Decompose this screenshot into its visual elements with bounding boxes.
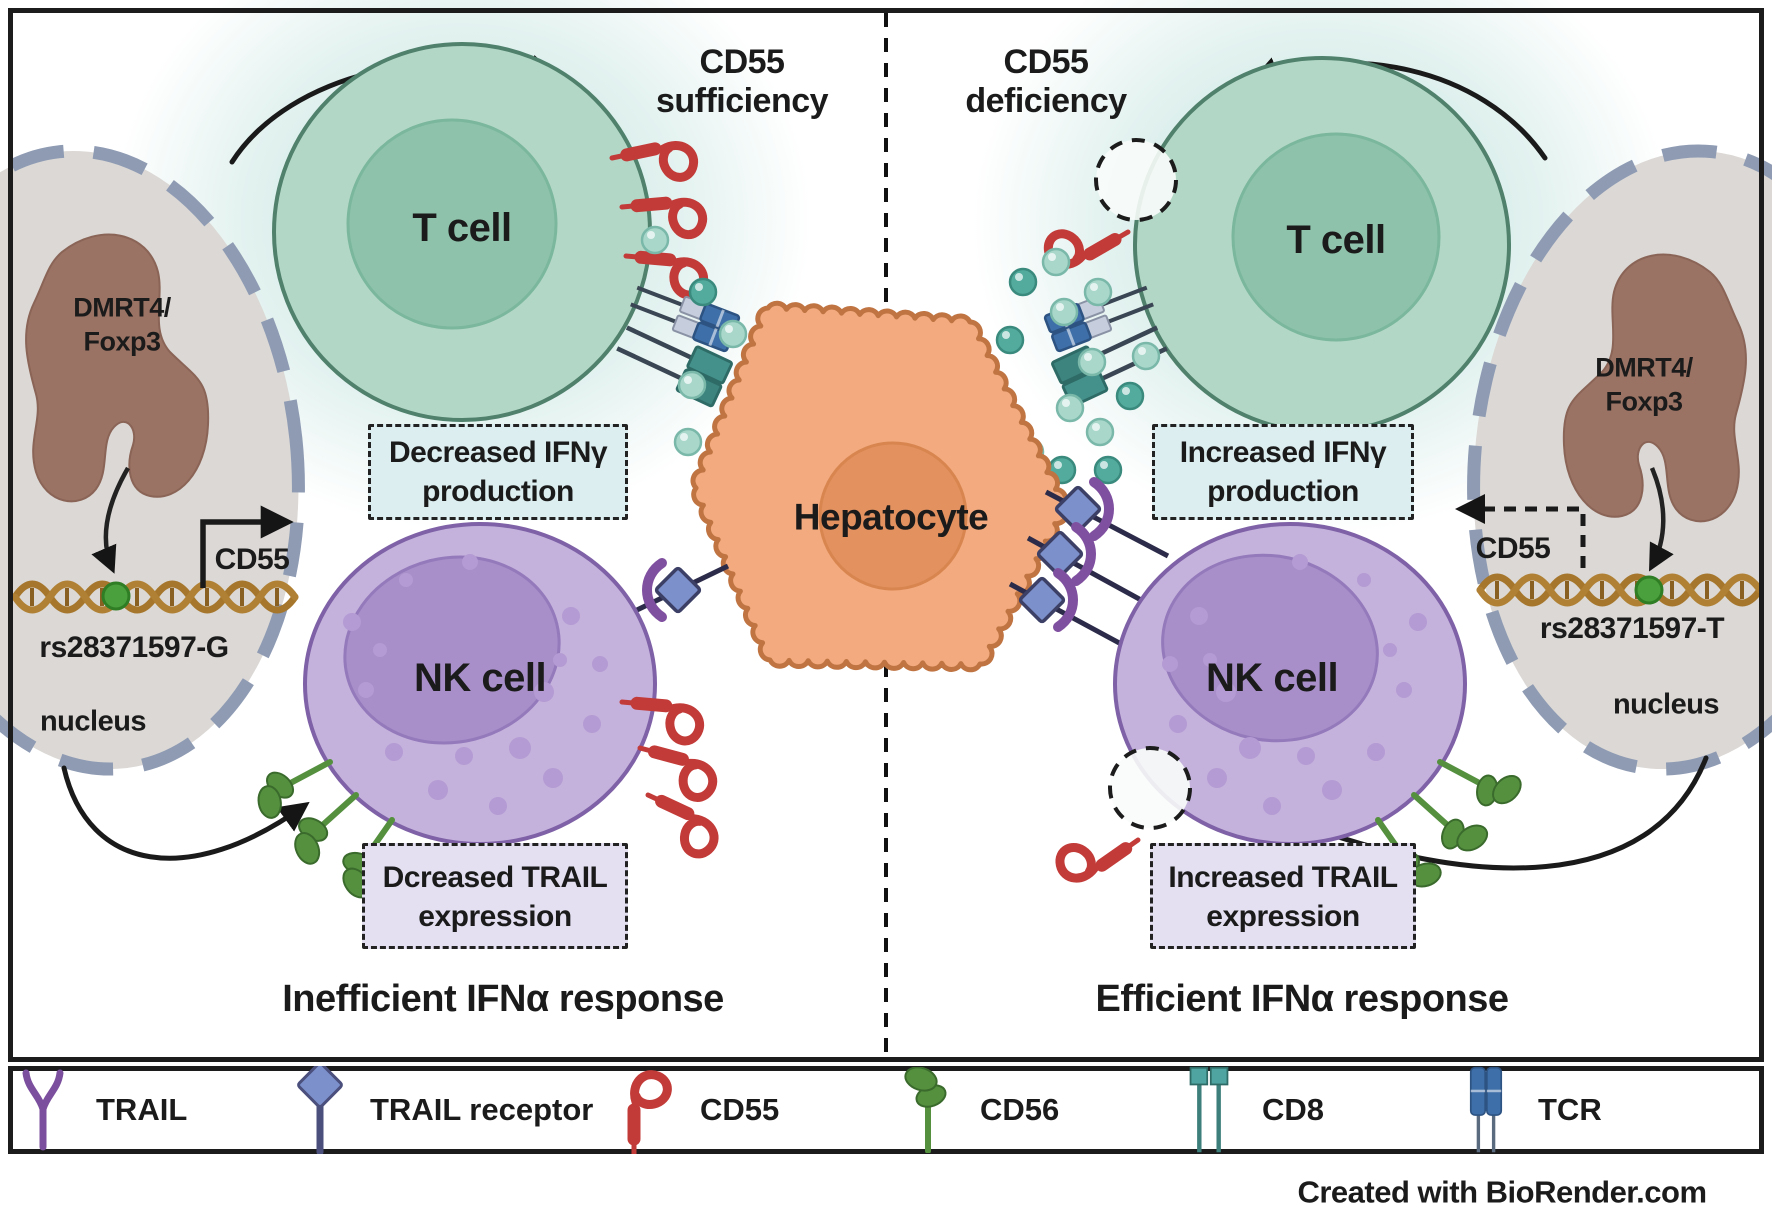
legend-label-trail-receptor: TRAIL receptor — [370, 1092, 594, 1127]
right-t-cell — [1043, 56, 1511, 434]
arrow-left-nucleus-to-trail-box — [61, 765, 310, 861]
condition-label-right-line1: CD55 — [1003, 43, 1089, 81]
snp-dot-right — [1634, 575, 1664, 605]
increased-trail-text-line1: Increased TRAIL — [1168, 861, 1398, 894]
right-nucleus — [1454, 144, 1772, 776]
legend-label-cd8: CD8 — [1262, 1092, 1325, 1127]
nk-granules-right — [1162, 554, 1427, 815]
legend-item-cd56: CD56 — [900, 1068, 1059, 1152]
condition-label-right-line2: deficiency — [965, 82, 1127, 120]
left-t-cell — [272, 42, 742, 422]
right-nk-cell — [1054, 522, 1529, 903]
trail-receptor-icon — [296, 1066, 344, 1154]
legend-label-trail: TRAIL — [96, 1092, 188, 1127]
increased-trail-box — [1150, 843, 1416, 949]
panel-title-right: Efficient IFNα response — [1095, 978, 1509, 1020]
increased-ifn-text-line2: production — [1207, 475, 1359, 508]
hepatocyte-label: Hepatocyte — [793, 496, 989, 538]
biorender-credit: Created with BioRender.com — [1297, 1174, 1707, 1210]
tcr-icon — [1469, 1066, 1503, 1154]
snp-label-left: rs28371597-G — [39, 631, 229, 664]
left-nk-cell — [243, 522, 720, 906]
legend-item-trail: TRAIL — [18, 1068, 187, 1152]
tf-label-right-line2: Foxp3 — [1605, 386, 1683, 417]
legend-item-tcr: TCR — [1462, 1066, 1602, 1154]
nk-cell-label-left: NK cell — [413, 656, 547, 700]
snp-label-right: rs28371597-T — [1539, 612, 1725, 645]
main-panel-frame — [8, 8, 1764, 1062]
missing-cd55-dashed-circle — [1094, 138, 1178, 222]
tf-label-left-line2: Foxp3 — [83, 326, 161, 357]
hepatocyte-nucleus — [818, 441, 968, 591]
trail-engagements-right — [1008, 482, 1170, 655]
t-cell-label-right: T cell — [1286, 218, 1386, 262]
hepatocyte — [690, 300, 1070, 673]
increased-ifn-text-line1: Increased IFNγ — [1179, 436, 1387, 469]
gene-label-left: CD55 — [214, 543, 290, 576]
left-nucleus — [0, 144, 305, 776]
decreased-ifn-text-line2: production — [422, 475, 574, 508]
tf-label-left-line1: DMRT4/ — [73, 292, 171, 323]
missing-cd55-dashed-circle — [1108, 746, 1192, 830]
decreased-trail-text-line1: Dcreased TRAIL — [382, 861, 608, 894]
nucleus-label-right: nucleus — [1612, 688, 1720, 721]
legend-label-cd55: CD55 — [700, 1092, 780, 1127]
panel-title-left: Inefficient IFNα response — [282, 978, 724, 1020]
t-cell-label-left: T cell — [412, 206, 512, 250]
condition-label-left-line1: CD55 — [699, 43, 785, 81]
increased-trail-text-line2: expression — [1206, 900, 1360, 933]
legend-item-trail-receptor: TRAIL receptor — [296, 1068, 593, 1152]
nk-cell-label-right: NK cell — [1205, 656, 1339, 700]
cd8-icon — [1184, 1066, 1234, 1154]
legend-label-cd56: CD56 — [980, 1092, 1060, 1127]
legend-item-cd55: CD55 — [622, 1068, 779, 1152]
cd55-promoter-arrow-left — [200, 505, 294, 588]
increased-ifn-box — [1152, 424, 1414, 520]
decreased-trail-box — [362, 843, 628, 949]
trail-icon — [18, 1069, 68, 1151]
decreased-ifn-text-line1: Decreased IFNγ — [388, 436, 608, 469]
cd55-icon — [622, 1066, 676, 1154]
decreased-trail-text-line2: expression — [418, 900, 572, 933]
gene-label-right: CD55 — [1475, 532, 1551, 565]
tf-label-right-line1: DMRT4/ — [1595, 352, 1693, 383]
decreased-ifn-box — [368, 424, 628, 520]
snp-dot-left — [101, 581, 131, 611]
nucleus-label-left: nucleus — [39, 705, 147, 738]
legend-label-tcr: TCR — [1538, 1092, 1602, 1127]
legend-item-cd8: CD8 — [1184, 1068, 1324, 1152]
condition-label-left-line2: sufficiency — [655, 82, 829, 120]
nk-granules-left — [343, 554, 608, 815]
cd56-icon — [900, 1067, 954, 1153]
